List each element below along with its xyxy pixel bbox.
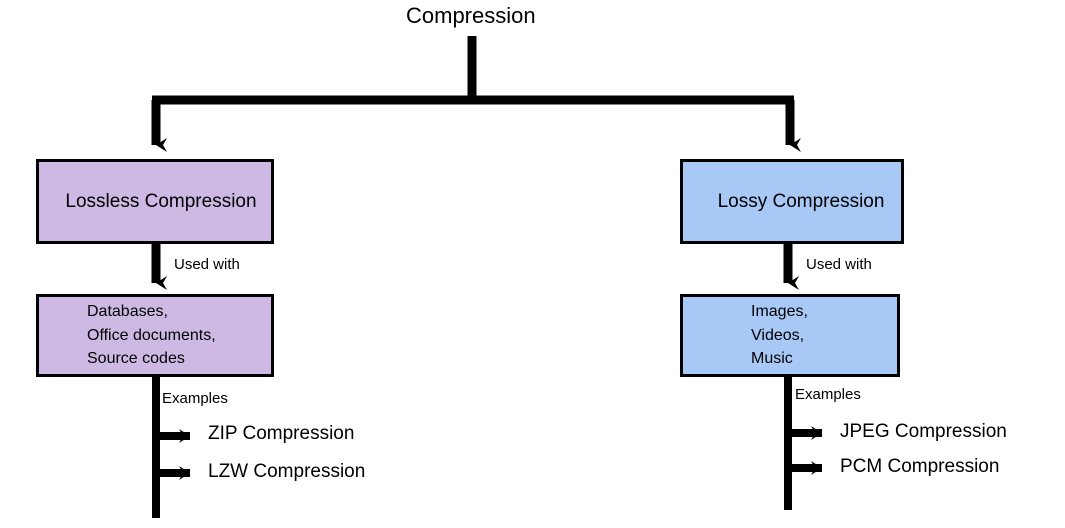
use-case-line: Music: [751, 350, 793, 368]
node-lossy-use-cases[interactable]: Images, Videos, Music: [680, 294, 900, 377]
node-lossless-use-cases[interactable]: Databases, Office documents, Source code…: [36, 294, 274, 377]
use-case-line: Videos,: [751, 326, 805, 344]
example-lossless-lzw: LZW Compression: [208, 461, 366, 482]
use-case-line: Images,: [751, 303, 808, 321]
node-lossy-compression[interactable]: Lossy Compression: [680, 159, 904, 244]
edge-label-used-with-lossless: Used with: [174, 256, 240, 273]
edge-label-examples-lossless: Examples: [162, 390, 228, 407]
use-case-line: Databases,: [87, 303, 168, 321]
edge-label-used-with-lossy: Used with: [806, 256, 872, 273]
node-lossy-compression-label: Lossy Compression: [717, 190, 885, 212]
use-case-line: Source codes: [87, 350, 185, 368]
example-lossy-jpeg: JPEG Compression: [840, 421, 1007, 442]
use-case-line: Office documents,: [87, 326, 216, 344]
node-lossless-use-cases-list: Databases, Office documents, Source code…: [39, 300, 271, 371]
edge-label-examples-lossy: Examples: [795, 386, 861, 403]
node-lossless-compression-label: Lossless Compression: [65, 190, 257, 212]
example-lossless-zip: ZIP Compression: [208, 423, 355, 444]
node-lossy-use-cases-list: Images, Videos, Music: [683, 300, 897, 371]
node-lossless-compression[interactable]: Lossless Compression: [36, 159, 274, 244]
example-lossy-pcm: PCM Compression: [840, 456, 1000, 477]
root-node-title: Compression: [406, 3, 536, 28]
